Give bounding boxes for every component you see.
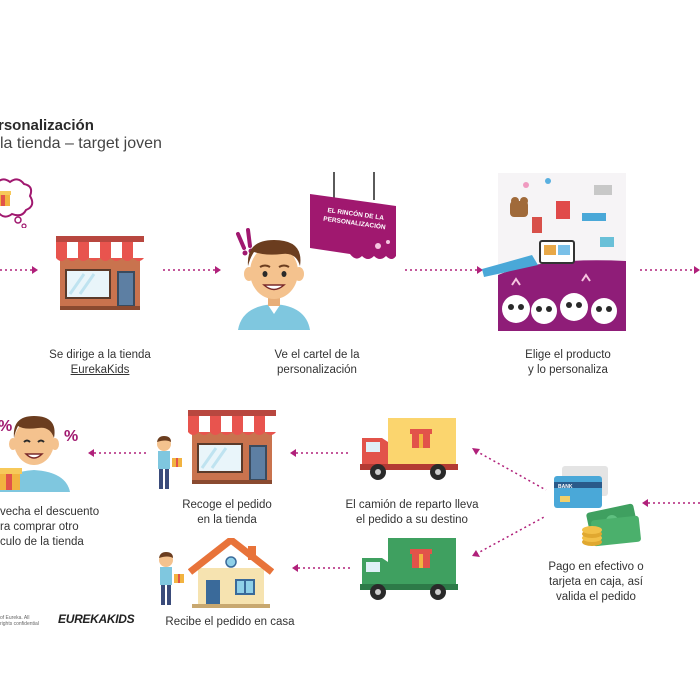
arrow-step-4: [640, 265, 700, 275]
arrow-step-3: [405, 265, 485, 275]
arrow-payment-to-truck-red: [470, 446, 550, 496]
caption-discount: vecha el descuento ra comprar otro culo …: [0, 506, 100, 548]
arrow-pickup-to-discount: [88, 448, 148, 458]
footer-note: of Eureka. All rights confidential: [0, 615, 39, 627]
arrow-truck-to-pickup: [290, 448, 350, 458]
small-boy-pickup-icon: [152, 436, 186, 492]
page-subtitle: la tienda – target joven: [0, 135, 162, 152]
arrow-truck-to-home: [292, 563, 352, 573]
small-boy-home-icon: [154, 552, 188, 608]
product-catalog-icon: [482, 173, 626, 333]
house-icon: [188, 538, 274, 608]
arrow-to-payment: [642, 498, 700, 508]
caption-home: Recibe el pedido en casa: [165, 616, 295, 628]
boy-surprised-icon: [226, 222, 316, 332]
gift-thought-icon: [0, 178, 36, 228]
payment-icon: BANK: [552, 462, 644, 558]
caption-truck: El camión de reparto lleva el pedido a s…: [345, 499, 479, 526]
percent-left: %: [0, 418, 12, 436]
arrow-step-1: [0, 265, 40, 275]
discount-boy-icon: [0, 412, 78, 492]
arrow-payment-to-truck-green: [470, 510, 550, 560]
store-pickup-icon: [186, 410, 278, 484]
truck-icon: [360, 418, 458, 482]
sign-icon: EL RINCÓN DE LA PERSONALIZACIÓN: [308, 172, 400, 264]
card-label: BANK: [558, 484, 573, 490]
caption-store-go: Se dirige a la tienda EurekaKids: [49, 349, 151, 376]
page-title: rsonalización: [0, 117, 94, 134]
caption-payment: Pago en efectivo o tarjeta en caja, así …: [548, 561, 644, 603]
truck-home-icon: [360, 538, 458, 602]
arrow-step-2: [163, 265, 223, 275]
percent-right: %: [64, 428, 79, 445]
caption-pickup: Recoge el pedido en la tienda: [182, 499, 272, 526]
caption-choose: Elige el producto y lo personaliza: [525, 349, 611, 376]
store-icon: [54, 236, 146, 310]
eurekakids-logo: EUREKAKIDS: [58, 612, 135, 626]
caption-sign-see: Ve el cartel de la personalización: [274, 349, 360, 376]
